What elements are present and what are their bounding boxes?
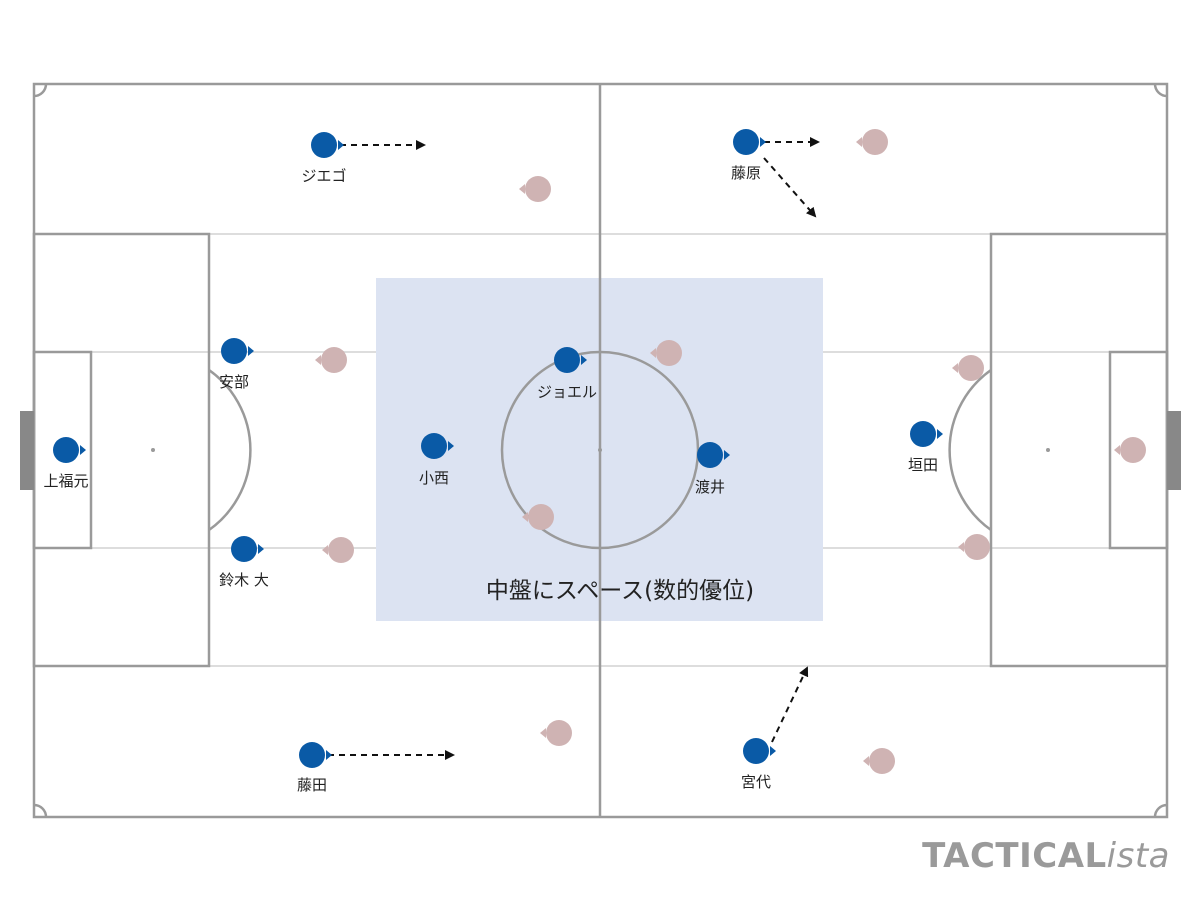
player-marker — [221, 338, 254, 364]
opponent-marker — [1114, 437, 1146, 463]
player-name: 渡井 — [695, 478, 725, 496]
opponent-marker — [522, 504, 554, 530]
opponent-marker — [650, 340, 682, 366]
player-labels: 上福元 安部 鈴木 大 ジエゴ 藤田 小西 ジョエル 渡井 藤原 宮代 垣田 — [43, 164, 938, 794]
player-marker — [311, 132, 344, 158]
player-name: 鈴木 大 — [219, 571, 269, 589]
opponent-marker — [856, 129, 888, 155]
player-marker — [231, 536, 264, 562]
zone-label: 中盤にスペース(数的優位) — [486, 578, 754, 604]
run-arrow — [763, 157, 817, 218]
player-name: 上福元 — [43, 472, 88, 490]
corner-arc — [1153, 803, 1168, 818]
player-marker — [53, 437, 86, 463]
center-spot — [598, 448, 602, 452]
player-name: 垣田 — [908, 456, 938, 474]
opponent-marker — [863, 748, 895, 774]
right-penalty-arc — [948, 368, 992, 532]
away-team — [315, 129, 1146, 774]
corner-arc — [1153, 83, 1168, 98]
player-marker — [910, 421, 943, 447]
opponent-marker — [958, 534, 990, 560]
player-name: 藤原 — [731, 164, 761, 182]
player-name: 小西 — [419, 469, 449, 487]
left-goal — [20, 411, 34, 490]
home-team — [53, 129, 943, 768]
player-name: 宮代 — [741, 773, 771, 791]
right-goal — [1167, 411, 1181, 490]
player-marker — [697, 442, 730, 468]
corner-arc — [33, 83, 48, 98]
player-marker — [743, 738, 776, 764]
brand-logo: TACTICALista — [922, 836, 1170, 876]
opponent-marker — [952, 355, 984, 381]
opponent-marker — [315, 347, 347, 373]
pitch-markings — [32, 82, 1169, 819]
left-penalty-arc — [208, 368, 252, 532]
opponent-marker — [540, 720, 572, 746]
movement-arrows — [328, 137, 820, 760]
player-marker — [554, 347, 587, 373]
player-name: 安部 — [219, 373, 249, 391]
run-arrow — [771, 666, 809, 743]
player-marker — [421, 433, 454, 459]
player-name: ジエゴ — [301, 167, 346, 185]
brand-main: TACTICAL — [922, 836, 1107, 876]
opponent-marker — [322, 537, 354, 563]
corner-arc — [33, 803, 48, 818]
brand-suffix: ista — [1106, 836, 1170, 876]
player-name: 藤田 — [297, 776, 327, 794]
player-name: ジョエル — [537, 383, 597, 401]
opponent-marker — [519, 176, 551, 202]
player-marker — [299, 742, 332, 768]
penalty-spot — [1046, 448, 1050, 452]
player-marker — [733, 129, 766, 155]
penalty-spot — [151, 448, 155, 452]
pitch-spots — [151, 448, 1050, 452]
